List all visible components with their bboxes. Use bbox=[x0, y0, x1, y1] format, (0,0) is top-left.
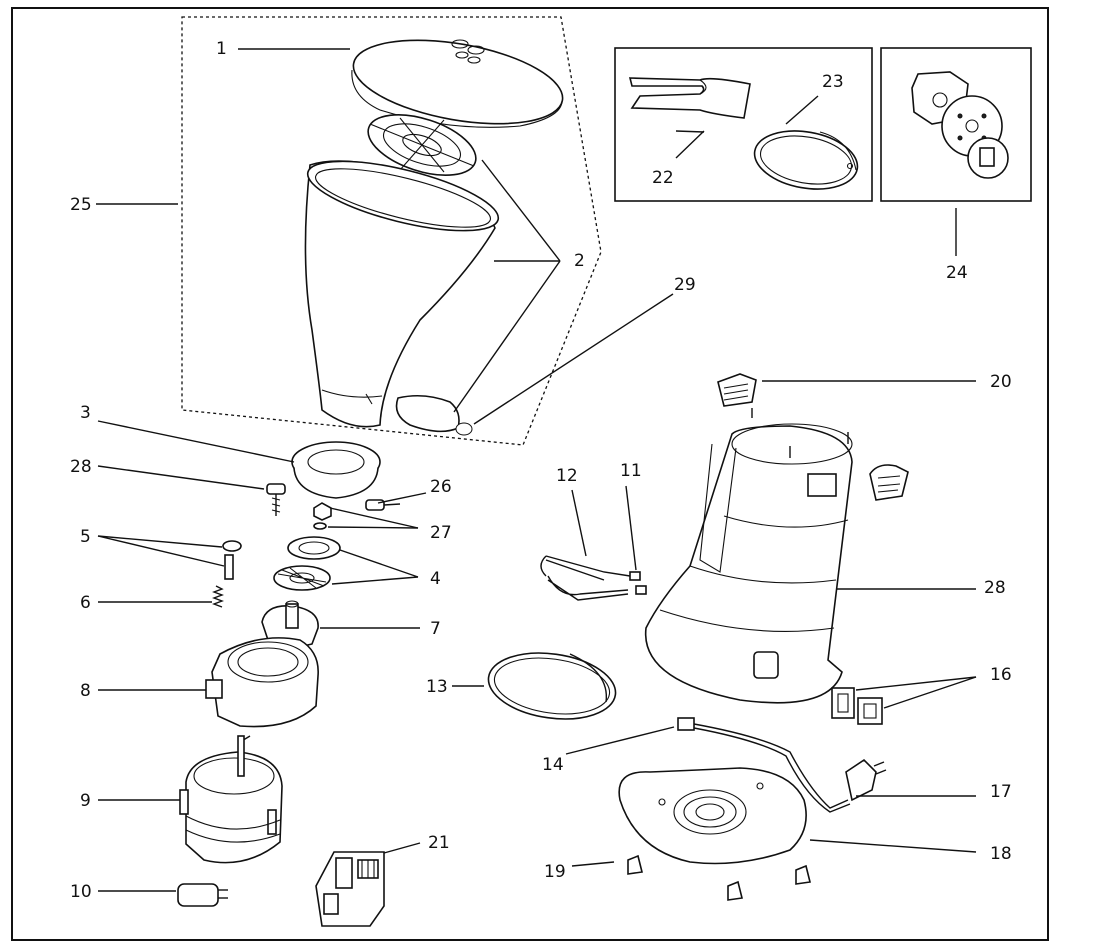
part-14-17-power-cord bbox=[677, 717, 887, 813]
part-6-spring bbox=[212, 585, 224, 608]
part-1-lid bbox=[351, 39, 564, 128]
part-side-cover bbox=[869, 464, 909, 501]
part-16-switches bbox=[831, 687, 883, 725]
part-8-housing bbox=[205, 637, 319, 728]
part-13-seal-ring bbox=[487, 652, 617, 720]
label-13: 13 bbox=[426, 677, 448, 697]
part-7-coupler bbox=[261, 600, 319, 648]
label-3: 3 bbox=[80, 403, 91, 423]
part-23-ring-seal bbox=[753, 130, 859, 190]
part-11-connectors bbox=[629, 571, 647, 595]
part-29-knob bbox=[455, 422, 473, 436]
part-2-grid-insert bbox=[367, 114, 477, 176]
label-21: 21 bbox=[428, 833, 450, 853]
part-2-shutter bbox=[395, 394, 460, 433]
label-2: 2 bbox=[574, 251, 585, 271]
label-19: 19 bbox=[544, 862, 566, 882]
part-24-timer-assembly bbox=[911, 71, 1009, 179]
label-4: 4 bbox=[430, 569, 441, 589]
label-25: 25 bbox=[70, 195, 92, 215]
part-18-base-plate bbox=[618, 767, 807, 865]
label-14: 14 bbox=[542, 755, 564, 775]
label-27: 27 bbox=[430, 523, 452, 543]
label-16: 16 bbox=[990, 665, 1012, 685]
group-25-outline bbox=[181, 16, 602, 446]
label-23: 23 bbox=[822, 72, 844, 92]
box-24 bbox=[880, 47, 1032, 202]
part-22-clip bbox=[628, 77, 751, 119]
part-21-switch-block bbox=[315, 851, 385, 927]
part-number-labels: 1 2 3 4 5 6 7 8 9 10 11 12 13 14 16 17 1… bbox=[70, 39, 1012, 902]
label-28-body: 28 bbox=[984, 578, 1006, 598]
part-4-burrs bbox=[273, 536, 341, 591]
label-6: 6 bbox=[80, 593, 91, 613]
part-19-feet bbox=[627, 854, 811, 901]
part-3-burr-ring bbox=[291, 441, 381, 499]
label-18: 18 bbox=[990, 844, 1012, 864]
label-20: 20 bbox=[990, 372, 1012, 392]
part-28-main-body bbox=[644, 408, 853, 704]
label-5: 5 bbox=[80, 527, 91, 547]
part-28-screw bbox=[266, 483, 286, 516]
label-1: 1 bbox=[216, 39, 227, 59]
label-9: 9 bbox=[80, 791, 91, 811]
label-24: 24 bbox=[946, 263, 968, 283]
leader-lines bbox=[96, 48, 977, 892]
part-27-nut-washer bbox=[313, 502, 332, 530]
part-10-capacitor bbox=[177, 883, 228, 907]
part-9-motor bbox=[179, 735, 283, 864]
label-22: 22 bbox=[652, 168, 674, 188]
label-28-screw: 28 bbox=[70, 457, 92, 477]
label-11: 11 bbox=[620, 461, 642, 481]
label-10: 10 bbox=[70, 882, 92, 902]
label-29: 29 bbox=[674, 275, 696, 295]
label-8: 8 bbox=[80, 681, 91, 701]
label-7: 7 bbox=[430, 619, 441, 639]
outer-frame bbox=[11, 7, 1049, 941]
part-20-cover bbox=[717, 373, 757, 407]
box-22-23 bbox=[614, 47, 873, 202]
part-12-wire-clip bbox=[540, 555, 631, 601]
label-17: 17 bbox=[990, 782, 1012, 802]
part-2-hopper bbox=[304, 160, 500, 428]
label-26: 26 bbox=[430, 477, 452, 497]
part-5-adjuster bbox=[222, 540, 242, 580]
label-12: 12 bbox=[556, 466, 578, 486]
